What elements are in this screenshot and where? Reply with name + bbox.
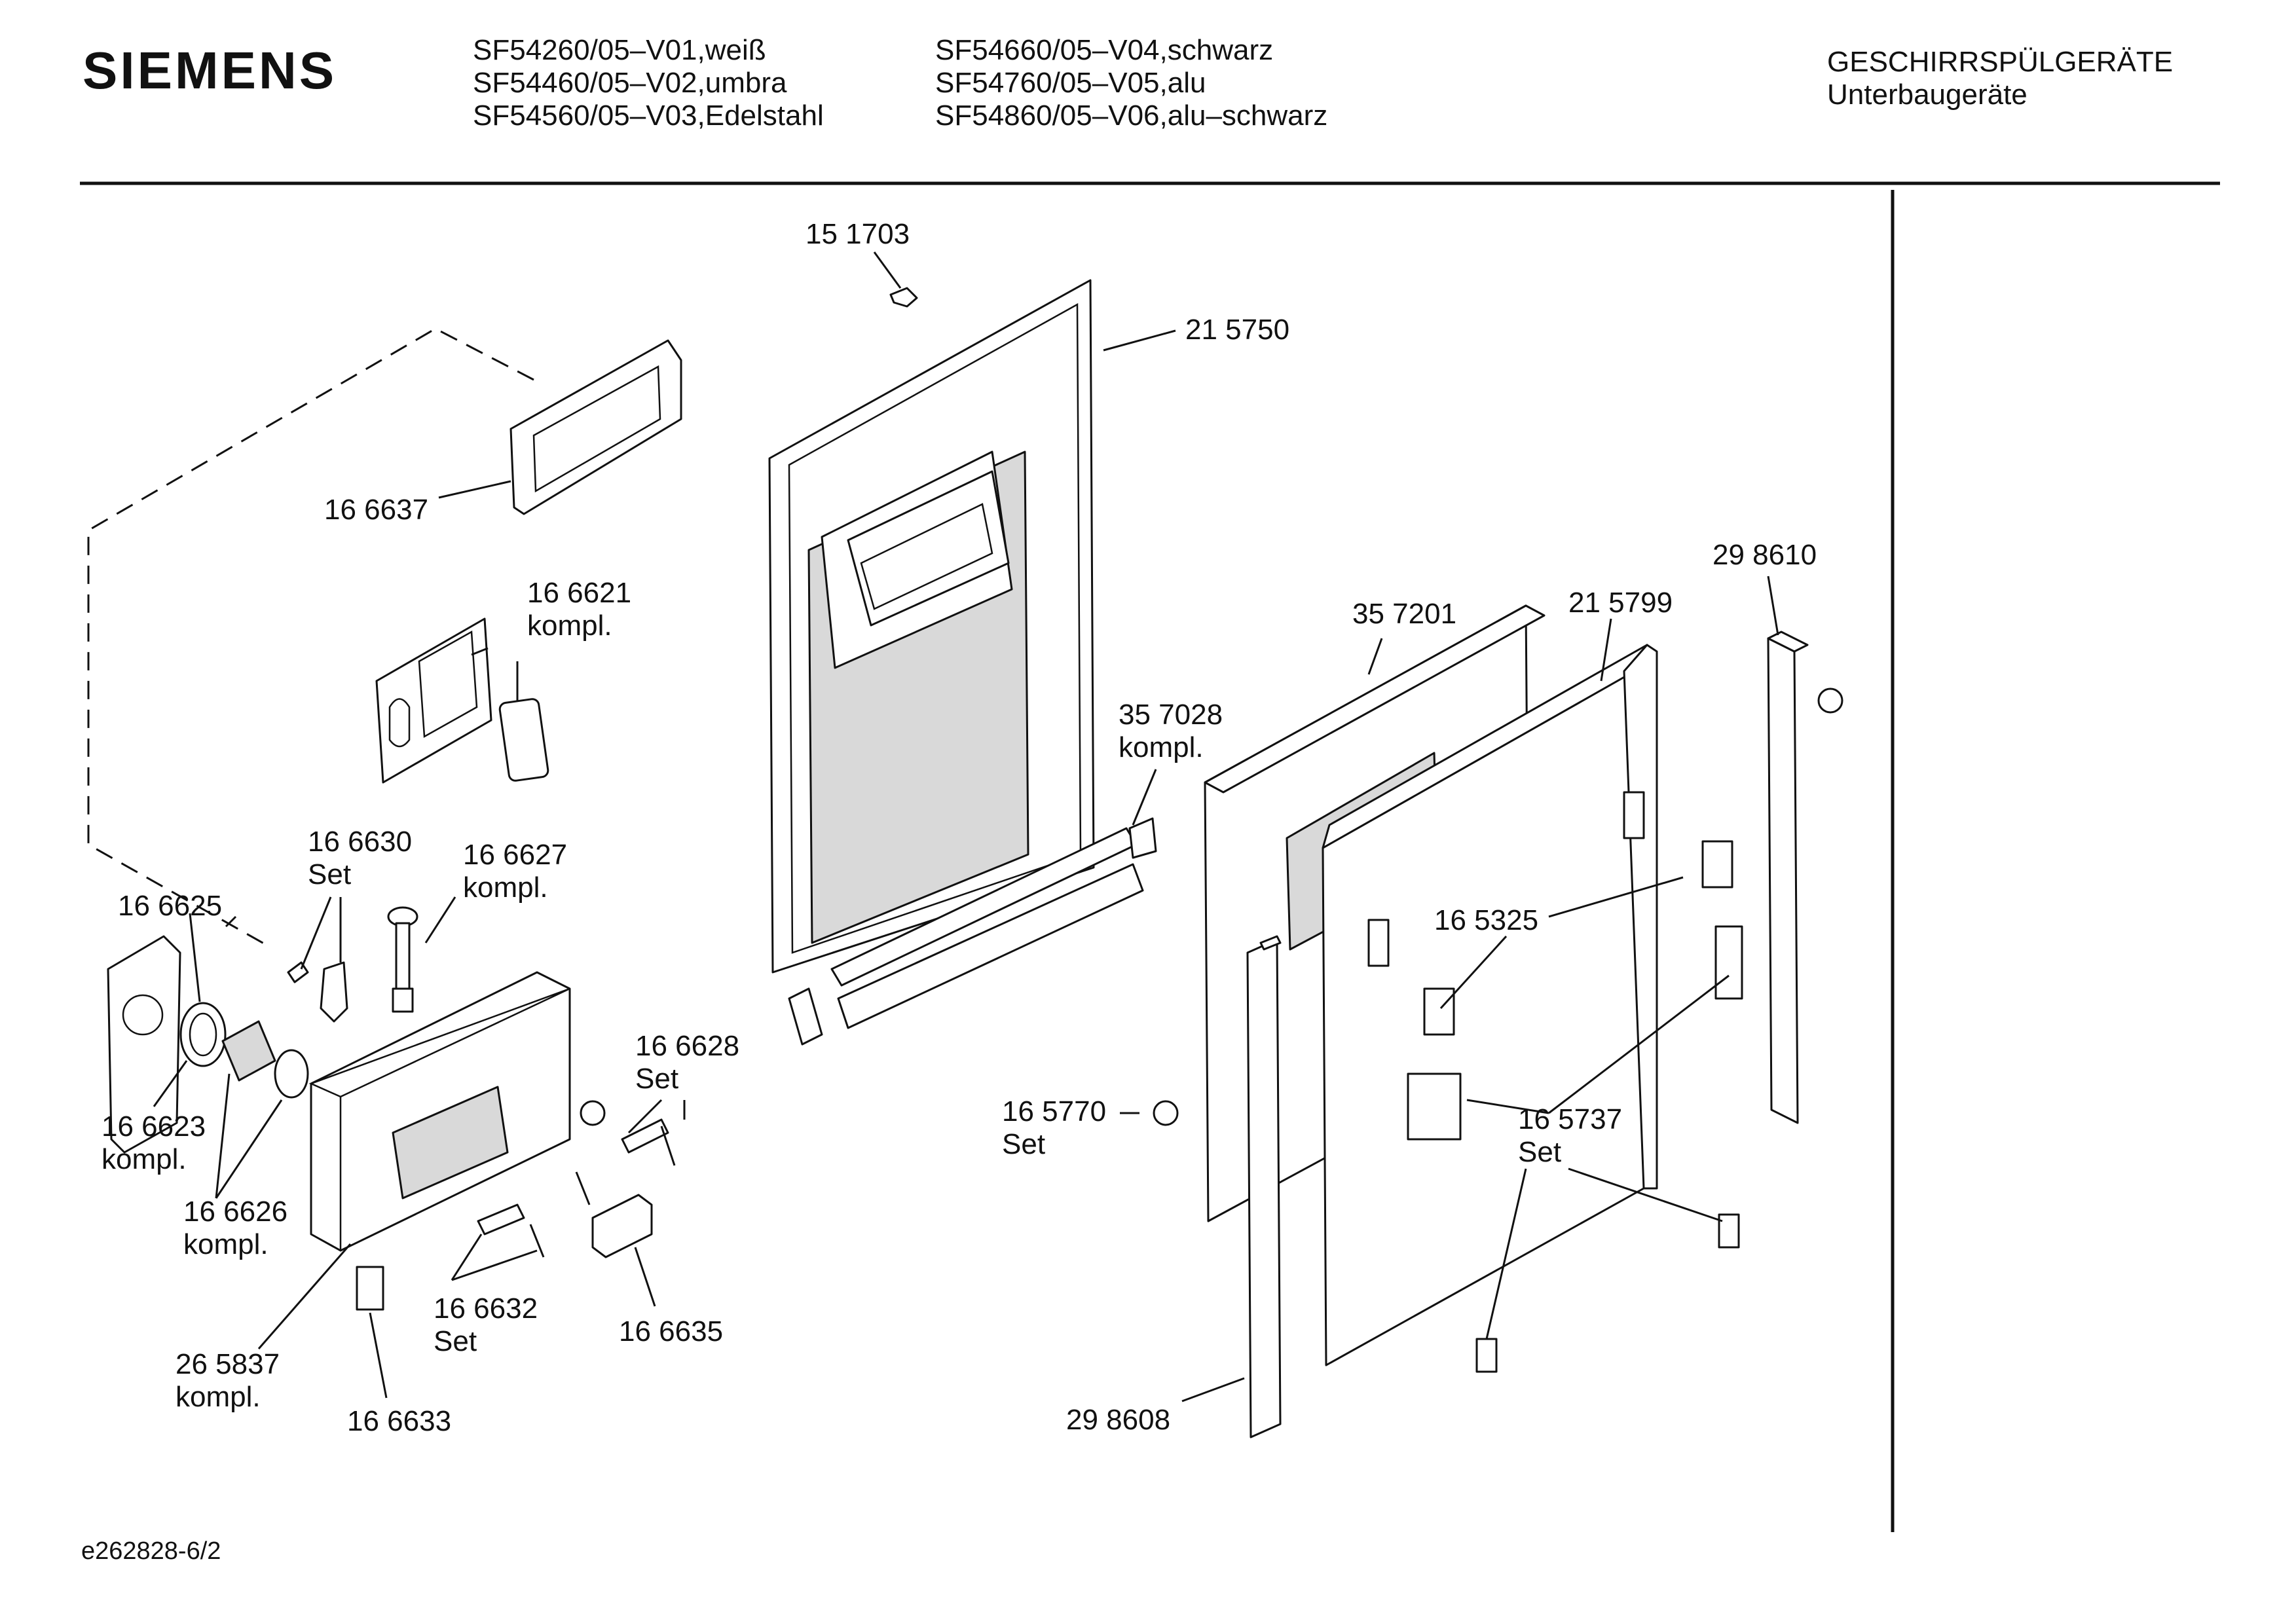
label-166630: 16 6630: [308, 826, 412, 858]
knob-housing-part: [107, 935, 181, 1154]
knob-part: [221, 1020, 309, 1099]
label-215750: 21 5750: [1185, 314, 1289, 346]
label-166627-suffix: kompl.: [463, 871, 548, 904]
label-166633: 16 6633: [347, 1405, 451, 1437]
model-line: SF54760/05–V05,alu: [935, 67, 1206, 99]
label-165325: 16 5325: [1434, 904, 1538, 936]
model-line: SF54260/05–V01,weiß: [473, 34, 766, 66]
brand-logo: SIEMENS: [83, 41, 337, 100]
label-166637: 16 6637: [324, 494, 428, 526]
clip-part: [1153, 1100, 1740, 1373]
label-166621: 16 6621: [527, 577, 631, 609]
label-166635: 16 6635: [619, 1315, 723, 1347]
label-166625: 16 6625: [118, 890, 222, 922]
model-list-right: SF54660/05–V04,schwarz SF54760/05–V05,al…: [935, 34, 1327, 132]
label-298608: 29 8608: [1066, 1404, 1170, 1436]
knob-spring-part: [287, 961, 348, 1023]
label-166628: 16 6628: [635, 1030, 739, 1062]
bracket-part: [1367, 791, 1743, 1141]
label-166628-suffix: Set: [635, 1063, 678, 1095]
label-166626-suffix: kompl.: [183, 1228, 268, 1260]
appliance-category: GESCHIRRSPÜLGERÄTE Unterbaugeräte: [1827, 46, 2173, 111]
assembly-dashed-line: [87, 327, 534, 947]
label-166632: 16 6632: [434, 1292, 538, 1325]
valve-part: [387, 906, 418, 1013]
side-strip-left-part: [1246, 935, 1282, 1438]
model-line: SF54860/05–V06,alu–schwarz: [935, 100, 1328, 132]
front-panel-part: [1322, 644, 1658, 1366]
label-165737-suffix: Set: [1518, 1136, 1561, 1168]
model-list-left: SF54260/05–V01,weiß SF54460/05–V02,umbra…: [473, 34, 824, 132]
label-265837: 26 5837: [176, 1348, 280, 1380]
label-165770: 16 5770: [1002, 1095, 1106, 1127]
category-subtitle: Unterbaugeräte: [1827, 79, 2028, 111]
screw-part: [889, 287, 918, 308]
label-166627: 16 6627: [463, 839, 567, 871]
label-215799: 21 5799: [1568, 587, 1673, 619]
label-265837-suffix: kompl.: [176, 1381, 261, 1413]
switch-part: [591, 1194, 653, 1258]
category-title: GESCHIRRSPÜLGERÄTE: [1827, 46, 2174, 78]
lever-set-part: [580, 1100, 676, 1166]
ring-part: [179, 1002, 227, 1067]
seal-frame-part: [509, 339, 682, 515]
filter-cover-part: [375, 617, 492, 784]
model-line: SF54460/05–V02,umbra: [473, 67, 787, 99]
label-165770-suffix: Set: [1002, 1128, 1045, 1160]
dispenser-housing-part: [308, 971, 571, 1252]
model-line: SF54660/05–V04,schwarz: [935, 34, 1274, 66]
filter-pad-part: [498, 698, 549, 782]
bracket-small-part: [356, 1266, 384, 1311]
label-166632-suffix: Set: [434, 1325, 477, 1357]
label-151703: 15 1703: [805, 218, 910, 250]
cap-part: [1817, 687, 1843, 714]
label-357201: 35 7201: [1352, 598, 1456, 630]
label-357028: 35 7028: [1119, 699, 1223, 731]
side-strip-right-part: [1767, 631, 1809, 1124]
label-166621-suffix: kompl.: [527, 610, 612, 642]
model-line: SF54560/05–V03,Edelstahl: [473, 100, 824, 132]
label-298610: 29 8610: [1713, 539, 1817, 571]
leader-lines: [153, 251, 1779, 1402]
label-166630-suffix: Set: [308, 858, 351, 890]
spring-set-part: [477, 1171, 591, 1258]
label-166623: 16 6623: [102, 1110, 206, 1143]
label-166626: 16 6626: [183, 1196, 287, 1228]
inner-door-part: [768, 279, 1157, 1046]
label-165737: 16 5737: [1518, 1103, 1622, 1135]
document-id: e262828-6/2: [81, 1537, 221, 1565]
label-357028-suffix: kompl.: [1119, 731, 1204, 763]
label-166623-suffix: kompl.: [102, 1143, 187, 1175]
